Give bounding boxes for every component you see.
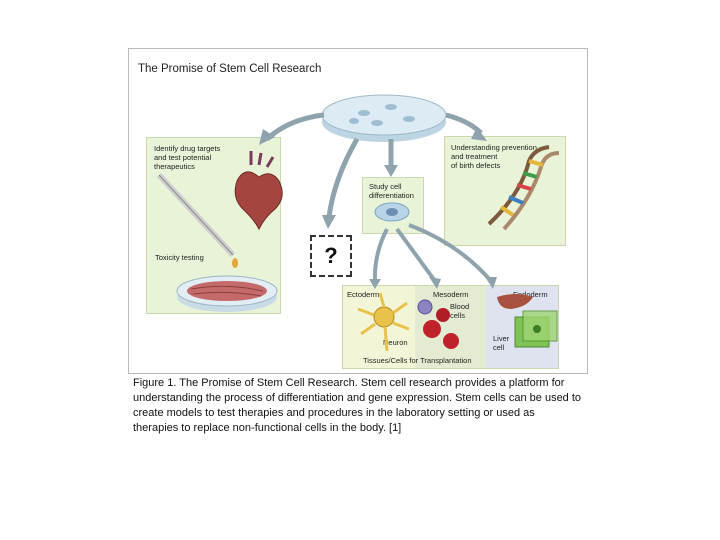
figure-caption: Figure 1. The Promise of Stem Cell Resea… — [133, 377, 582, 434]
differentiation-panel: Study cell differentiation — [362, 177, 424, 234]
figure-title: The Promise of Stem Cell Research — [138, 63, 322, 75]
stem-cell-figure: The Promise of Stem Cell Research Identi… — [128, 48, 588, 374]
mesoderm-label: Mesoderm — [433, 290, 469, 299]
question-box: ? — [310, 235, 352, 277]
toxicity-label: Toxicity testing — [155, 253, 204, 262]
differentiation-label: Study cell differentiation — [369, 182, 414, 200]
birth-defects-label: Understanding prevention and treatment o… — [451, 143, 537, 170]
birth-defects-panel: Understanding prevention and treatment o… — [444, 136, 566, 246]
arrow-right-icon — [445, 112, 483, 135]
arrow-left-icon — [265, 112, 325, 141]
neuron-label: Neuron — [383, 338, 408, 347]
petri-dish-icon — [321, 94, 447, 142]
ectoderm-label: Ectoderm — [347, 290, 380, 299]
arrow-question-icon — [326, 137, 360, 218]
endoderm-label: Endoderm — [513, 290, 548, 299]
transplantation-panel: Ectoderm Mesoderm Endoderm Blood cells N… — [342, 285, 559, 369]
blood-cells-label: Blood cells — [450, 302, 470, 320]
drug-targets-label: Identify drug targets and test potential… — [154, 144, 221, 171]
liver-cell-label: Liver cell — [493, 334, 510, 352]
transplantation-label: Tissues/Cells for Transplantation — [363, 356, 472, 365]
drug-targets-panel: Identify drug targets and test potential… — [146, 137, 281, 314]
